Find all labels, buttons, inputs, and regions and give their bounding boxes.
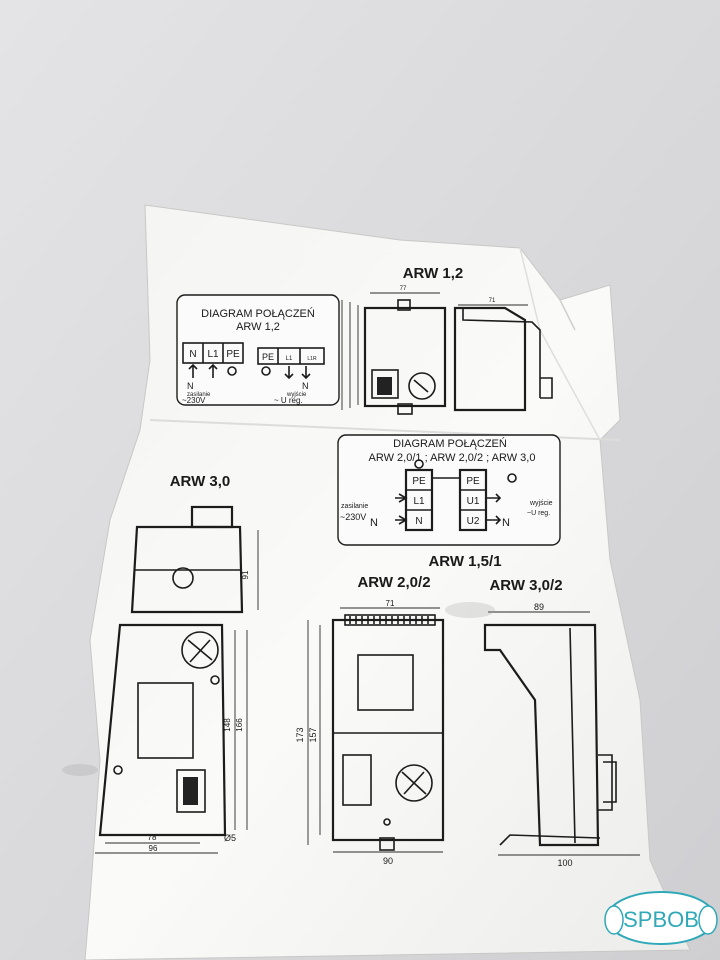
terminal-n: N <box>189 349 196 360</box>
dim-arw3-top: 89 <box>534 602 544 612</box>
diagram1-output: wyjście <box>286 392 307 398</box>
arw-series-drawing: ARW 1,5/1 ARW 2,0/2 ARW 3,0/2 71 173 157… <box>295 553 640 868</box>
smudge <box>445 602 495 618</box>
diagram1-model: ARW 1,2 <box>236 321 280 333</box>
dim-arw2-h1: 173 <box>295 727 305 742</box>
diagram1-supply: zasilanie <box>187 392 211 398</box>
diagram2-models: ARW 2,0/1 ; ARW 2,0/2 ; ARW 3,0 <box>369 452 536 464</box>
watermark-text: SPBOB <box>623 907 699 932</box>
dim-arw3-w: 100 <box>557 858 572 868</box>
diagram2-voltage: ~230V <box>340 512 366 522</box>
watermark-badge: SPBOB <box>604 891 718 945</box>
title-arw202: ARW 2,0/2 <box>357 574 430 591</box>
dim-arw30-w1: 78 <box>148 833 157 842</box>
ground-icon <box>227 366 237 376</box>
title-arw30: ARW 3,0 <box>170 473 231 490</box>
dim-arw30-depth: 91 <box>241 570 250 579</box>
diagram1-heading: DIAGRAM POŁĄCZEŃ <box>201 307 315 320</box>
dim-arw30-hole: Ø5 <box>224 833 236 843</box>
dim-arw12-depth: 71 <box>489 298 496 304</box>
terminal-out-l1r: L1R <box>307 356 317 362</box>
dim-arw2-h2: 157 <box>308 727 318 742</box>
diagram2-output: wyjście <box>529 500 553 507</box>
diagram2-supply: zasilanie <box>341 503 368 510</box>
dim-arw2-top: 71 <box>386 599 395 608</box>
dim-arw30-h2: 166 <box>235 718 244 732</box>
ground-icon <box>261 366 271 376</box>
dim-arw30-w2: 96 <box>149 844 158 853</box>
dim-arw30-h1: 148 <box>223 718 232 732</box>
paper-crease <box>559 299 576 331</box>
terminal2-l1: L1 <box>413 496 425 507</box>
terminal-out-l1: L1 <box>286 356 293 362</box>
terminal-pe: PE <box>226 349 240 360</box>
diagram1-n: N <box>187 381 194 391</box>
title-arw302: ARW 3,0/2 <box>489 577 562 594</box>
ground-icon <box>507 473 517 483</box>
diagram2-n-out: N <box>502 517 510 529</box>
diagram2-n: N <box>370 517 378 529</box>
ground-icon <box>414 459 424 469</box>
arw30-drawing: ARW 3,0 91 148 166 78 96 Ø5 <box>95 473 259 854</box>
terminal-l1: L1 <box>207 349 219 360</box>
diagram-arw12: DIAGRAM POŁĄCZEŃ ARW 1,2 N L1 PE PE L1 L… <box>176 294 340 406</box>
diagram-arw20: DIAGRAM POŁĄCZEŃ ARW 2,0/1 ; ARW 2,0/2 ;… <box>337 434 561 546</box>
diagram1-voltage: ~230V <box>182 396 206 405</box>
diagram2-reg: ~U reg. <box>527 510 550 517</box>
terminal2-n: N <box>415 516 422 527</box>
terminal-out-pe: PE <box>262 352 274 362</box>
title-arw151: ARW 1,5/1 <box>428 553 501 570</box>
terminal2-pe: PE <box>412 476 426 487</box>
terminal2-u2: U2 <box>467 516 480 527</box>
smudge <box>62 764 98 776</box>
diagram1-n-out: N <box>302 381 309 391</box>
arw12-drawing: ARW 1,2 77 71 <box>341 265 553 415</box>
dim-arw12-width: 77 <box>400 286 407 292</box>
title-arw12: ARW 1,2 <box>403 265 464 282</box>
terminal2-out-pe: PE <box>466 476 480 487</box>
dim-arw2-w: 90 <box>383 856 393 866</box>
diagram1-reg: ~ U reg. <box>274 396 303 405</box>
terminal2-u1: U1 <box>467 496 480 507</box>
diagram2-heading: DIAGRAM POŁĄCZEŃ <box>393 437 507 450</box>
